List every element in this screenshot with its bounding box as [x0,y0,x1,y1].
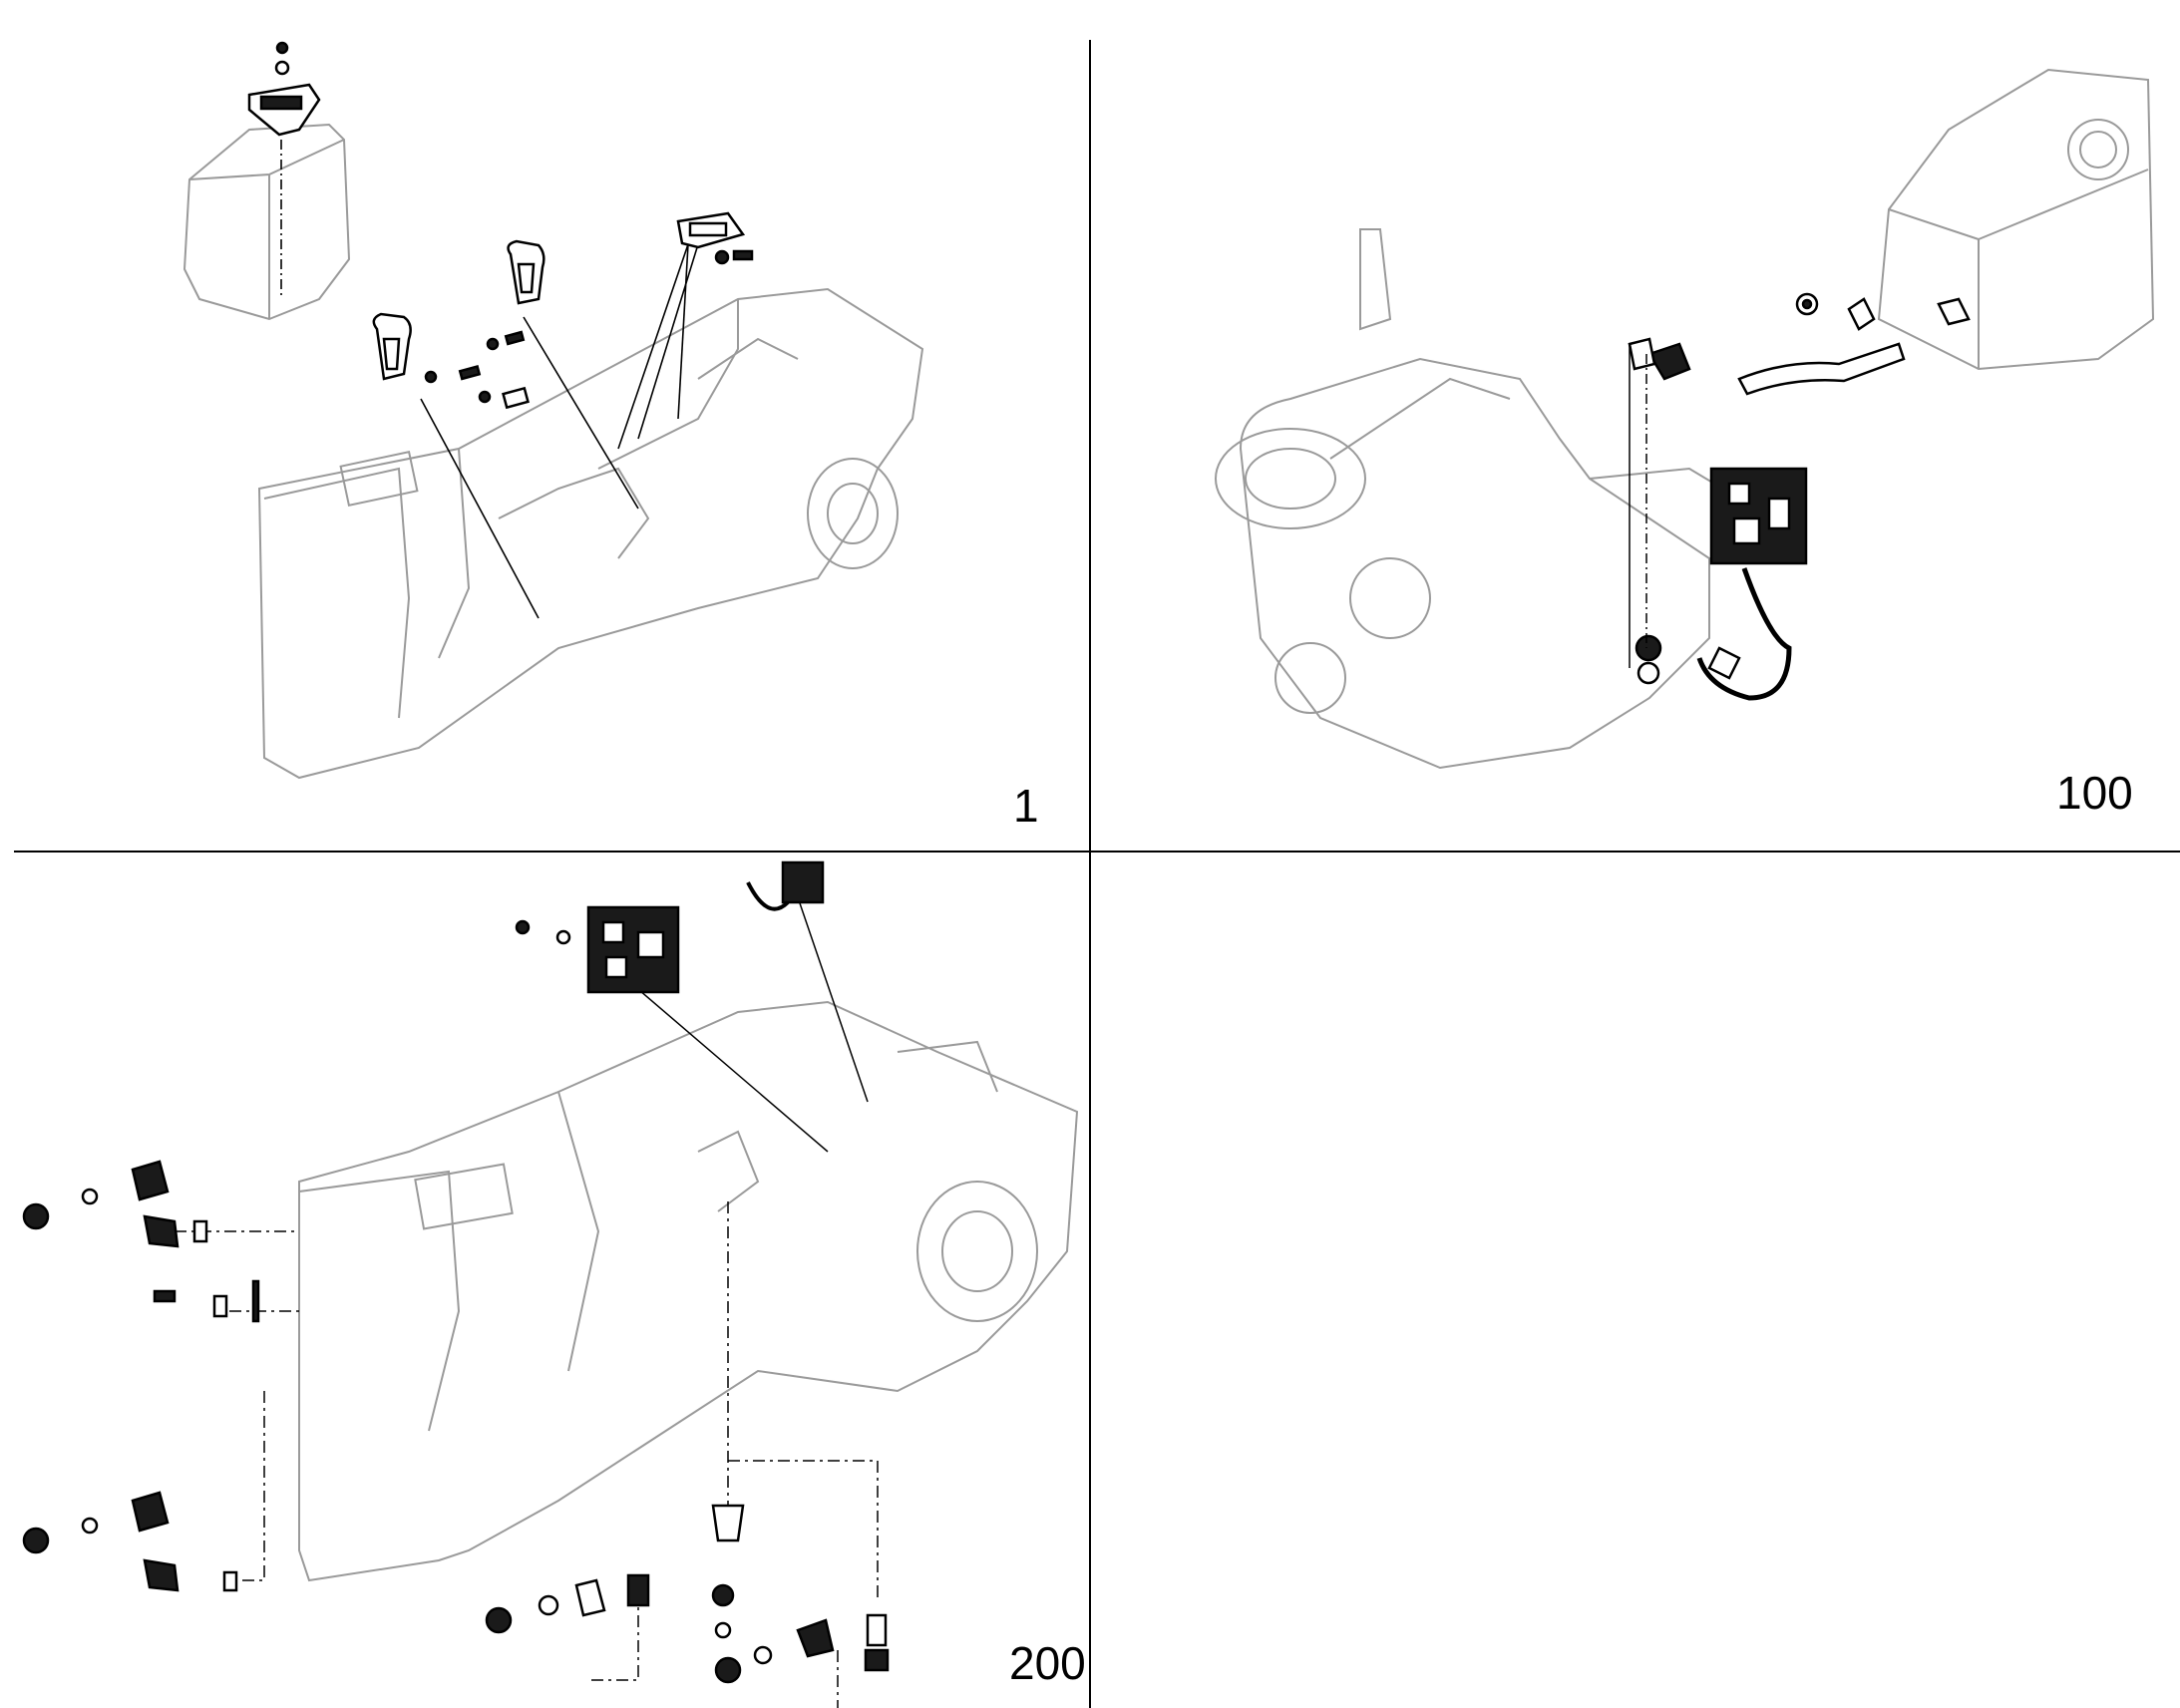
panel-number-100: 100 [2056,767,2133,819]
panel-100-drawing [1215,68,2155,770]
vertical-divider [1089,40,1091,1708]
lifting-eye-left [372,312,412,381]
elbow-fitting [796,1618,835,1658]
lower-hose [1696,567,1792,701]
panel-200-drawing [22,860,1079,1708]
ghost-exhaust [1359,228,1392,331]
ghost-control-box [182,123,351,321]
nut-part [22,1202,50,1230]
ghost-frame-outline [257,287,924,780]
elbow-fitting [131,1160,170,1201]
panel-200: 200 [0,853,1089,1708]
valve-block [586,905,680,994]
ghost-cabinet [1877,68,2155,371]
nut-part [485,1606,513,1634]
ghost-engine [1239,357,1710,770]
valve-block [1709,467,1808,565]
switch-part [781,860,825,904]
panel-number-200: 200 [1009,1637,1086,1689]
ghost-axle-ring [916,1181,1038,1322]
panel-1: 1 [0,0,1089,851]
elbow-fitting [131,1491,170,1533]
ghost-axle-ring [807,458,899,569]
nut-part [22,1527,50,1554]
lifting-eye-right [507,239,545,305]
panel-100: 100 [1091,0,2180,851]
horizontal-divider [14,851,2180,853]
panel-empty [1091,853,2180,1708]
ghost-frame-outline [298,1000,1079,1582]
nut-part [714,1656,742,1684]
panel-1-drawing [182,41,924,780]
upper-hose [1737,342,1906,396]
panel-number-1: 1 [1013,780,1039,832]
